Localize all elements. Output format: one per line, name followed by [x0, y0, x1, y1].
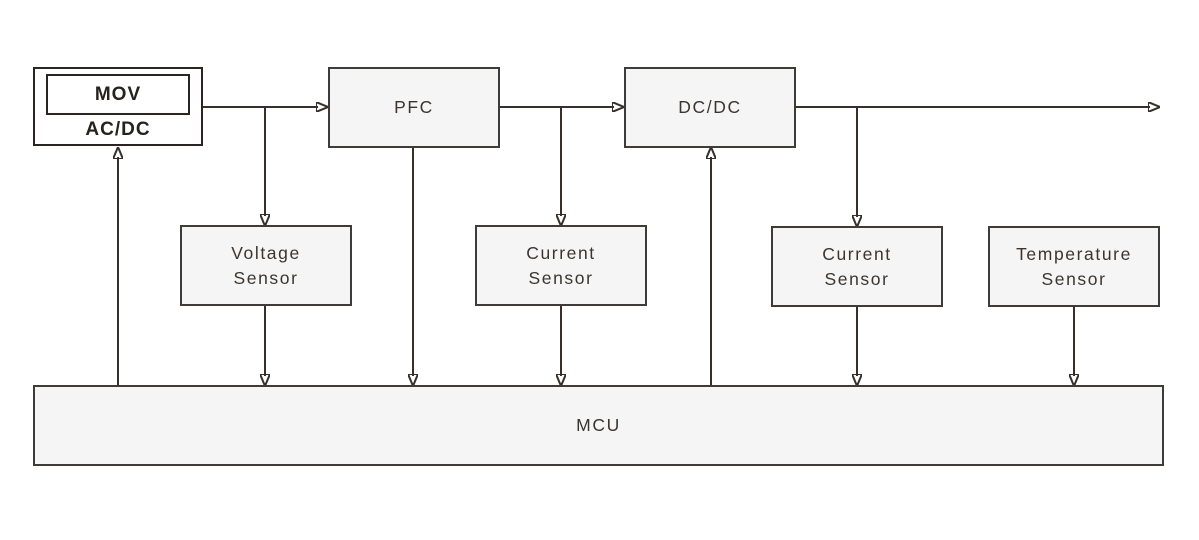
- block-mov: MOV: [46, 74, 190, 115]
- block-pfc: PFC: [328, 67, 500, 148]
- mov-label: MOV: [94, 84, 142, 105]
- block-temperature-sensor: Temperature Sensor: [988, 226, 1160, 307]
- voltage-sensor-label: Voltage Sensor: [231, 242, 301, 288]
- block-voltage-sensor: Voltage Sensor: [180, 225, 352, 306]
- current-sensor-in-label: Current Sensor: [526, 242, 596, 288]
- block-dcdc: DC/DC: [624, 67, 796, 148]
- dcdc-label: DC/DC: [678, 97, 742, 117]
- block-acdc: MOV AC/DC: [33, 67, 203, 146]
- block-current-sensor-out: Current Sensor: [771, 226, 943, 307]
- block-mcu: MCU: [33, 385, 1164, 466]
- block-current-sensor-in: Current Sensor: [475, 225, 647, 306]
- current-sensor-out-label: Current Sensor: [822, 243, 892, 289]
- mcu-label: MCU: [576, 415, 621, 435]
- pfc-label: PFC: [394, 97, 434, 117]
- temperature-sensor-label: Temperature Sensor: [1016, 243, 1132, 289]
- acdc-label: AC/DC: [85, 119, 151, 140]
